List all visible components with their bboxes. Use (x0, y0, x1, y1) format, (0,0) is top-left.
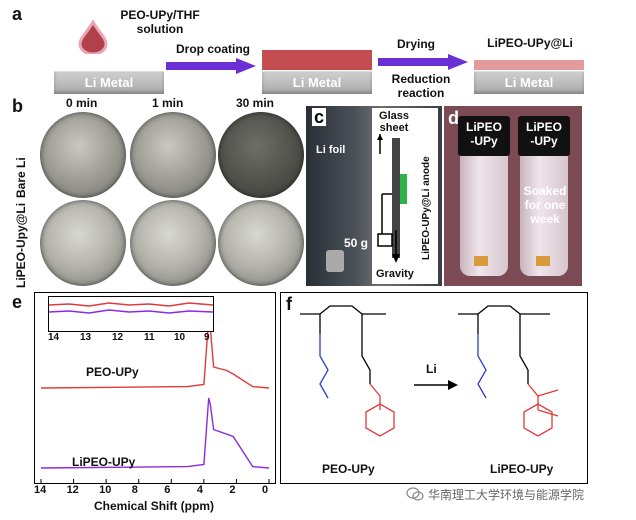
arrow-1-icon (166, 58, 256, 74)
structure-left-name: PEO-UPy (322, 462, 375, 476)
vial-2 (520, 150, 568, 276)
step2-label: Drying (396, 37, 435, 51)
panel-f-box (280, 292, 588, 484)
coating-layer-thin (474, 60, 584, 70)
panel-c-label: c (312, 107, 327, 127)
gravity-label: Gravity (376, 268, 414, 280)
time-label-0: 0 min (66, 96, 98, 110)
weight-label: 50 g (344, 236, 369, 250)
series-line-1 (40, 397, 270, 469)
panel-e-label: e (12, 292, 23, 312)
vial-1-cap: LiPEO -UPy (458, 116, 510, 156)
setup-diagram (376, 134, 436, 264)
time-label-1: 1 min (152, 96, 184, 110)
panel-f-label: f (286, 294, 292, 314)
sample-piece-1 (474, 256, 488, 266)
x-tick-label-4: 6 (164, 484, 171, 496)
x-axis-label: Chemical Shift (ppm) (94, 499, 215, 513)
time-label-2: 30 min (236, 96, 275, 110)
glass-sheet-label: Glass sheet (379, 110, 409, 134)
x-tick-label-0: 14 (34, 484, 47, 496)
x-tick-label-6: 2 (229, 484, 236, 496)
li-foil-label: Li foil (316, 144, 346, 156)
weight-object (326, 250, 344, 272)
structure-right-name: LiPEO-UPy (490, 462, 554, 476)
disc-coated-30min (218, 200, 304, 286)
inset-tick-10: 10 (174, 332, 186, 343)
soaked-label: Soaked for one week (523, 184, 567, 226)
product-label: LiPEO-UPy@Li (487, 36, 573, 50)
disc-coated-1min (130, 200, 216, 286)
inset-tick-13: 13 (80, 332, 92, 343)
solution-label: PEO-UPy/THF solution (120, 8, 200, 36)
inset-tick-12: 12 (112, 332, 124, 343)
vial-1 (460, 150, 508, 276)
x-tick-label-2: 10 (99, 484, 112, 496)
vial-2-cap: LiPEO -UPy (518, 116, 570, 156)
anode-label-wrap: LiPEO-UPy@Li anode (421, 156, 432, 260)
series-label-peo: PEO-UPy (86, 365, 139, 379)
reaction-arrow-icon (414, 378, 458, 390)
series-line-0 (40, 317, 270, 389)
series-label-lipeo: LiPEO-UPy (72, 455, 136, 469)
li-metal-1: Li Metal (54, 71, 164, 94)
step2-label-2: Reduction reaction (391, 72, 451, 100)
inset-tick-14: 14 (48, 332, 60, 343)
nmr-inset (48, 296, 214, 332)
droplet-icon (78, 19, 108, 56)
nmr-plot (34, 292, 276, 484)
step1-label: Drop coating (176, 42, 250, 56)
disc-coated-0min (40, 200, 126, 286)
panel-d-label: d (448, 108, 459, 128)
inset-tick-9: 9 (204, 332, 210, 343)
row-label-bare-li: Bare Li (14, 157, 28, 198)
inset-tick-11: 11 (144, 332, 155, 343)
panel-b-label: b (12, 96, 23, 116)
structure-left (296, 300, 416, 450)
li-metal-2: Li Metal (262, 71, 372, 94)
nmr-svg (40, 317, 270, 483)
sample-piece-2 (536, 256, 550, 266)
disc-bare-1min (130, 112, 216, 198)
arrow-2-icon (378, 54, 468, 70)
x-tick-label-1: 12 (66, 484, 79, 496)
wechat-icon (406, 486, 424, 502)
structure-right (454, 300, 582, 450)
panel-a-label: a (12, 4, 23, 24)
x-tick-label-5: 4 (196, 484, 203, 496)
coating-layer-thick (262, 50, 372, 70)
row-label-coated-li: LiPEO-Upy@Li (14, 202, 28, 288)
disc-bare-0min (40, 112, 126, 198)
x-tick-label-7: 0 (262, 484, 269, 496)
x-tick-label-3: 8 (131, 484, 138, 496)
reagent-label: Li (426, 362, 437, 376)
disc-bare-30min (218, 112, 304, 198)
li-metal-3: Li Metal (474, 71, 584, 94)
watermark-text: 华南理工大学环境与能源学院 (428, 488, 585, 502)
